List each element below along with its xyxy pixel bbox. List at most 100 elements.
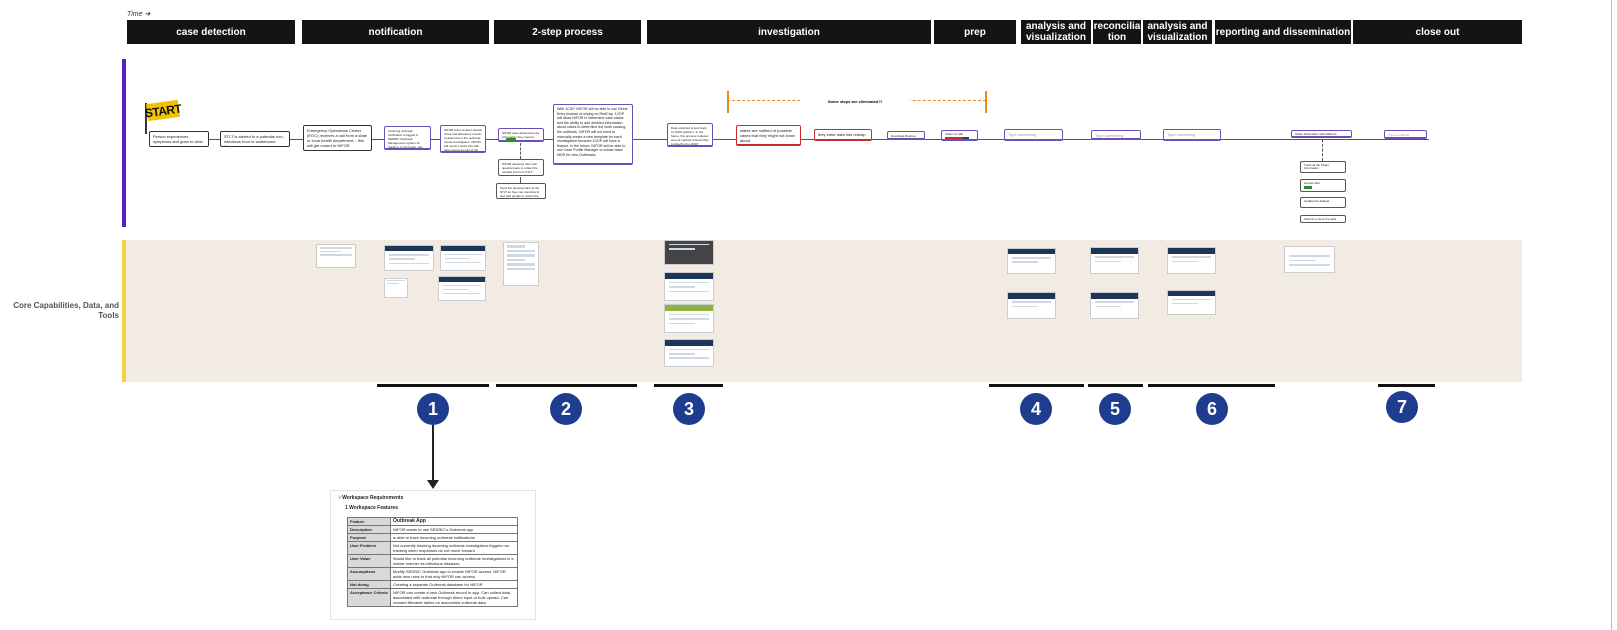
badge-6-span — [1148, 384, 1275, 387]
core-lane-label: Core Capabilities, Data, and Tools — [13, 301, 119, 320]
phase-reporting: reporting and dissemination — [1215, 20, 1351, 44]
dashed-connector — [520, 143, 521, 159]
step-badge-6: 6 — [1196, 393, 1228, 425]
step-access-files: Access files — [1300, 179, 1346, 192]
step-badge-1: 1 — [417, 393, 449, 425]
tool-screenshot — [664, 240, 714, 265]
step-placeholder-2: Type something — [1091, 130, 1141, 140]
tool-screenshot — [1167, 290, 1216, 315]
doc-subheading: 1 Workspace Features — [345, 505, 398, 511]
step-badge-7: 7 — [1386, 391, 1418, 423]
row-key: Feature — [347, 517, 391, 526]
row-value: Modify SEDRIC Outbreak app to enable NIF… — [390, 567, 518, 581]
step-badge-5: 5 — [1099, 393, 1131, 425]
bracket-right-tick — [985, 91, 987, 113]
tool-screenshot — [664, 339, 714, 367]
step-symptoms: Person experiences symptoms and goes to … — [149, 131, 209, 147]
bracket-left-tick — [727, 91, 729, 113]
row-key: User Problem — [347, 541, 391, 555]
step-states-notified: states are notified of possible cases th… — [736, 125, 801, 146]
tool-screenshot — [1090, 247, 1139, 274]
row-value: Outbreak App — [390, 517, 518, 526]
step-eoc-call: Emergency Operations Center (EOC) receiv… — [303, 125, 372, 151]
row-value: Creating a separate Outbreak database fo… — [390, 580, 518, 589]
step-badge-3: 3 — [673, 393, 705, 425]
step-review-notes: NIFOR team reviews clinical notes and la… — [440, 125, 486, 153]
journey-lane-marker — [122, 59, 126, 227]
phase-case-detection: case detection — [127, 20, 295, 44]
tool-screenshot — [1007, 292, 1056, 319]
step-send-questionnaire: Send the questionnaire to the STLT so th… — [496, 183, 546, 199]
tool-screenshot — [664, 272, 714, 301]
step-sedric-log: Incoming outbreak notification is logged… — [384, 126, 431, 150]
badge-7-span — [1378, 384, 1435, 387]
tool-screenshot — [1167, 247, 1216, 274]
phase-investigation: investigation — [647, 20, 931, 44]
row-key: Purpose — [347, 533, 391, 542]
phase-2-step-process: 2-step process — [494, 20, 641, 44]
dashed-connector-3 — [1322, 139, 1323, 161]
phase-notification: notification — [302, 20, 489, 44]
step-placeholder-3: Type something — [1163, 129, 1221, 141]
row-value: is able to track incoming outbreak notif… — [390, 533, 518, 542]
start-flag: START — [143, 99, 183, 122]
step-update-dataset: Update the dataset — [1300, 197, 1346, 208]
step-download-redcap: Download Redcap data — [887, 131, 925, 140]
phase-analysis-2: analysis and visualization — [1143, 20, 1212, 44]
eliminated-steps-annotation: Some steps are eliminated?! — [800, 99, 910, 104]
step-1cdp-direct-entry: With 1CDP, NIFOR will be able to use Dir… — [553, 104, 633, 165]
step-data-collected: Data collected is sent back to 1CDP plat… — [667, 123, 713, 147]
tool-screenshot — [1007, 248, 1056, 274]
row-value: Would like to track all potential incomi… — [390, 554, 518, 568]
row-key: Acceptance Criteria — [347, 588, 391, 607]
step-questionnaire: NIFOR develops their own questionnaire t… — [498, 159, 544, 176]
phase-reconciliation: reconciliation — [1093, 20, 1141, 44]
row-value: Not currently tracking incoming outbreak… — [390, 541, 518, 555]
canvas-scrollbar[interactable] — [1611, 0, 1612, 630]
step-clean-up: Clean up with — [941, 130, 978, 141]
row-key: Description — [347, 525, 391, 534]
arrow-shaft — [432, 425, 434, 482]
tool-screenshot — [316, 244, 356, 268]
step-badge-2: 2 — [550, 393, 582, 425]
tool-screenshot — [384, 245, 434, 271]
arrow-head-icon — [427, 480, 439, 489]
core-lane-marker — [122, 240, 126, 382]
row-key: Assumptions — [347, 567, 391, 581]
phase-prep: prep — [934, 20, 1016, 44]
step-share-information: Share information with different partner… — [1291, 130, 1352, 138]
badge-4-span — [989, 384, 1084, 387]
row-key: User Value — [347, 554, 391, 568]
phase-close-out: close out — [1353, 20, 1522, 44]
tool-screenshot — [1090, 292, 1139, 319]
step-submit-close: Submit to close the data — [1300, 215, 1346, 223]
phase-analysis-1: analysis and visualization — [1021, 20, 1091, 44]
step-enter-redcap: they enter data into redcap — [814, 129, 872, 141]
step-determine-info: NIFOR team determines the information th… — [498, 128, 544, 142]
step-placeholder-1: Type something — [1004, 129, 1063, 141]
green-tag — [506, 138, 516, 141]
tool-screenshot — [503, 242, 539, 286]
step-track-share: Track all the Share information — [1300, 161, 1346, 173]
requirements-document: › Workspace Requirements 1 Workspace Fea… — [330, 490, 536, 620]
tool-screenshot — [438, 276, 486, 301]
step-stlt-alerted: STLT is alerted to a potential non-infec… — [220, 131, 290, 147]
doc-heading: › Workspace Requirements — [339, 495, 404, 501]
tool-screenshot — [440, 245, 486, 271]
tool-screenshot — [384, 278, 408, 298]
time-axis-label: Time ➜ — [127, 11, 151, 18]
badge-3-span — [654, 384, 723, 387]
badge-5-span — [1088, 384, 1143, 387]
row-key: Not doing — [347, 580, 391, 589]
row-value: NIFOR can create a new Outbreak record i… — [390, 588, 518, 607]
step-placeholder-4: Type something — [1384, 130, 1427, 139]
badge-1-span — [377, 384, 489, 387]
